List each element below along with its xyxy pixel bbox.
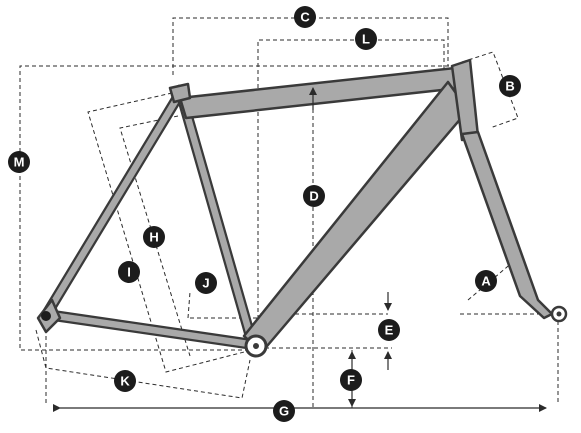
wheelbase-end-guides	[45, 314, 559, 405]
label-m: M	[14, 155, 25, 170]
label-b: B	[505, 79, 514, 94]
label-d-badge: D	[303, 185, 325, 207]
label-k: K	[120, 374, 130, 389]
fork	[460, 130, 554, 320]
rear-axle	[41, 311, 51, 321]
seat-tube-bracket-inner	[119, 115, 191, 357]
head-tube-guide	[461, 51, 519, 129]
seat-collar	[168, 82, 192, 104]
label-k-badge: K	[114, 370, 136, 392]
label-i-badge: I	[118, 261, 140, 283]
dimension-guides	[19, 17, 560, 408]
horizontal-top-length-guide	[172, 17, 449, 75]
label-h: H	[149, 230, 158, 245]
seat-tube-bracket-outer	[87, 92, 253, 373]
label-j: J	[202, 276, 209, 291]
top-tube	[178, 66, 462, 120]
reach-guide	[257, 39, 445, 340]
label-f-badge: F	[340, 369, 362, 391]
label-f: F	[347, 373, 355, 388]
label-m-badge: M	[8, 151, 30, 173]
label-a: A	[481, 274, 491, 289]
label-i: I	[127, 265, 131, 280]
label-e: E	[385, 323, 394, 338]
label-b-badge: B	[499, 75, 521, 97]
stack-guide	[19, 65, 470, 351]
label-l: L	[362, 32, 370, 47]
label-d: D	[309, 189, 318, 204]
label-g: G	[279, 404, 289, 419]
label-c: C	[300, 10, 310, 25]
head-tube	[450, 58, 480, 142]
label-c-badge: C	[294, 6, 316, 28]
label-l-badge: L	[355, 28, 377, 50]
dimension-arrows	[53, 87, 547, 412]
label-h-badge: H	[143, 226, 165, 248]
label-e-badge: E	[378, 319, 400, 341]
label-g-badge: G	[273, 400, 295, 422]
label-j-badge: J	[195, 272, 217, 294]
label-a-badge: A	[475, 270, 497, 292]
down-tube	[242, 80, 470, 354]
bike-frame	[36, 58, 568, 358]
